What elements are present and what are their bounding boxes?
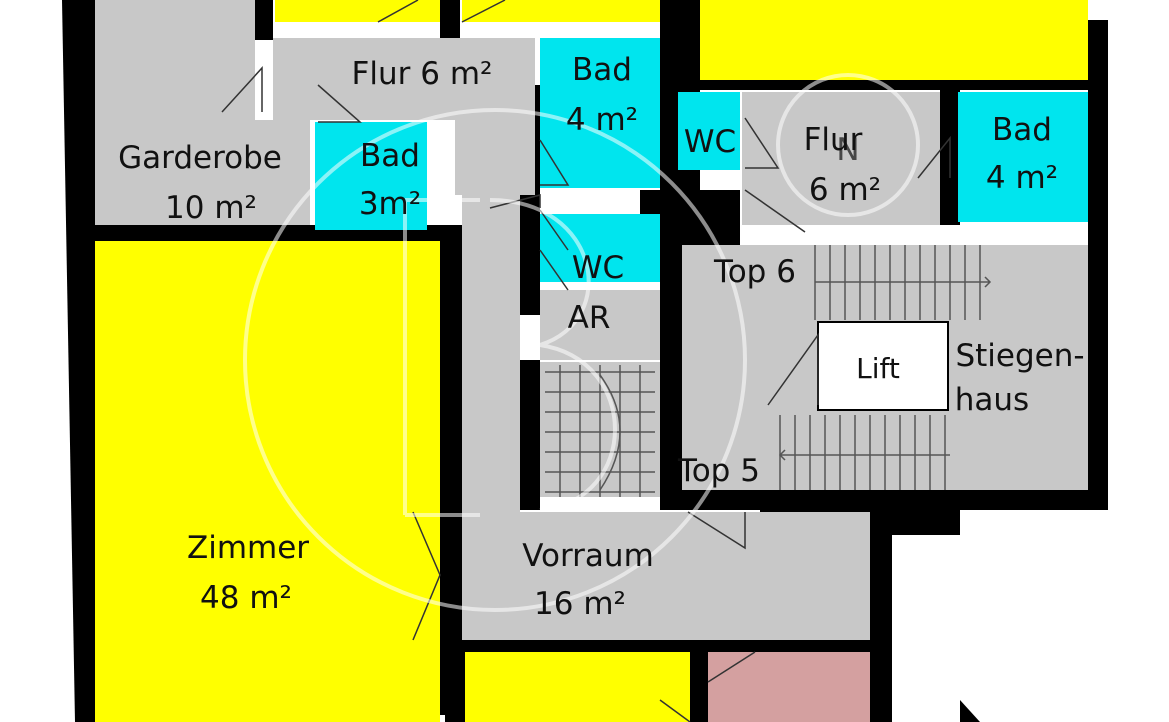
room-flur-top bbox=[273, 38, 535, 195]
label-stiegenhaus-line1: Stiegen- bbox=[955, 338, 1084, 374]
label-stiegenhaus-line2: haus bbox=[955, 382, 1029, 418]
label-zimmer-line2: 48 m² bbox=[200, 580, 292, 616]
room-bad-4-right bbox=[958, 92, 1088, 222]
lift-car bbox=[817, 321, 949, 411]
label-top-5: Top 5 bbox=[677, 453, 760, 489]
label-top-6: Top 6 bbox=[713, 254, 796, 290]
room-vorraum bbox=[462, 512, 870, 640]
room-bad-4-left bbox=[540, 38, 660, 188]
room-labels: Flur 6 m² Bad 4 m² Garderobe 10 m² Bad 3… bbox=[118, 52, 1084, 622]
room-top-mid-yellow bbox=[462, 0, 660, 22]
label-bad-3-line2: 3m² bbox=[359, 186, 421, 222]
label-vorraum-line1: Vorraum bbox=[522, 538, 654, 574]
label-garderobe-line1: Garderobe bbox=[118, 140, 282, 176]
room-wc-upper bbox=[678, 92, 740, 170]
label-flur-top: Flur 6 m² bbox=[352, 56, 493, 92]
label-bad-4-right-line2: 4 m² bbox=[986, 160, 1058, 196]
inner-stairs bbox=[545, 365, 655, 497]
label-flur-right-line1: Flur bbox=[804, 122, 863, 158]
label-lift: Lift bbox=[856, 352, 900, 385]
label-bad-4-right-line1: Bad bbox=[992, 112, 1052, 148]
label-garderobe-line2: 10 m² bbox=[165, 190, 257, 226]
label-vorraum-line2: 16 m² bbox=[534, 586, 626, 622]
room-bad-3 bbox=[315, 122, 427, 230]
room-top-left-yellow bbox=[275, 0, 440, 22]
room-wc-lower bbox=[540, 214, 660, 282]
label-bad-4-left-line2: 4 m² bbox=[566, 102, 638, 138]
room-top-right-yellow bbox=[700, 0, 1088, 80]
label-zimmer-line1: Zimmer bbox=[187, 530, 309, 566]
label-wc-upper: WC bbox=[684, 124, 736, 160]
b3-monogram-logo bbox=[243, 73, 920, 612]
north-marker: N bbox=[836, 132, 859, 168]
label-bad-4-left-line1: Bad bbox=[572, 52, 632, 88]
label-bad-3-line1: Bad bbox=[360, 138, 420, 174]
room-bottom-pink bbox=[708, 652, 870, 722]
label-wc-lower: WC bbox=[572, 250, 624, 286]
room-garderobe-lower bbox=[95, 120, 310, 225]
stiegenhaus-stairs bbox=[778, 245, 992, 490]
label-flur-right-line2: 6 m² bbox=[809, 172, 881, 208]
label-ar: AR bbox=[568, 300, 611, 336]
room-flur-right bbox=[742, 92, 940, 225]
door-swings bbox=[221, 0, 951, 722]
room-zimmer bbox=[95, 241, 440, 722]
room-bottom-yellow bbox=[465, 652, 690, 722]
